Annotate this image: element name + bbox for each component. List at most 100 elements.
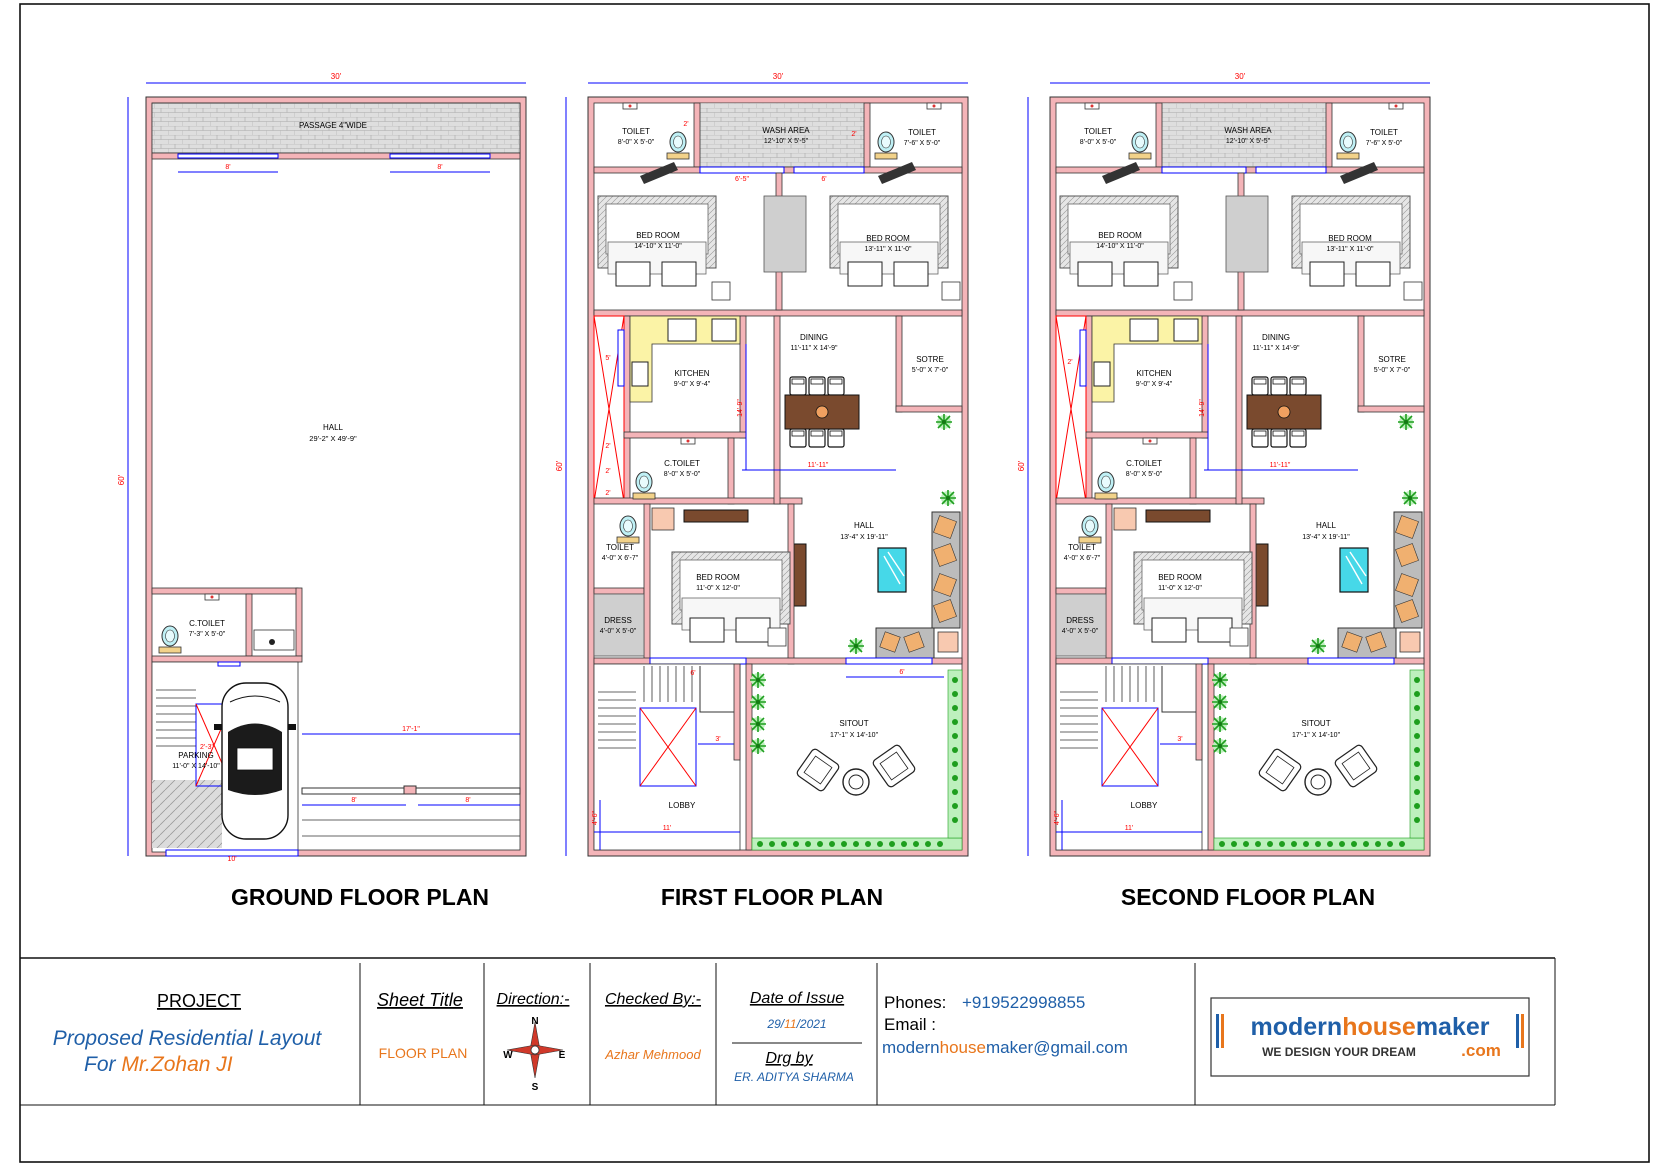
door-opening [1255, 166, 1327, 174]
toilet-bottom-wall [151, 655, 303, 663]
dress-size: 4'-0" X 5'-0" [1062, 628, 1099, 635]
wall [1357, 315, 1365, 413]
drg-label: Drg by [765, 1050, 813, 1067]
plant-icon [935, 413, 953, 431]
wall [1085, 315, 1093, 503]
dim-lobby-w: 11' [663, 825, 672, 832]
second-floor-plan: 30' 60' TOILET 8'-0" X 5'-0" WASH AREA 1… [1017, 72, 1431, 910]
bed1-size: 14'-10" X 11'-0" [634, 243, 682, 250]
dim-dining-h: 14'-9" [737, 399, 744, 417]
dim-bal: 6' [899, 669, 904, 676]
plant-icon [1401, 489, 1419, 507]
wash-area [700, 103, 864, 167]
date-month: 11 [784, 1017, 796, 1031]
cushion [903, 631, 925, 653]
wall [773, 315, 781, 505]
stair-rail [1161, 666, 1202, 713]
shutter-pier [403, 785, 417, 795]
kitchen-sink-icon [631, 361, 649, 387]
wall [739, 315, 747, 439]
lift-cross [1101, 707, 1159, 787]
cushion [933, 573, 957, 597]
dim-width: 30' [773, 72, 784, 81]
dim-shutter1: 8' [351, 797, 356, 804]
store-label: SOTRE [1378, 355, 1406, 364]
bed2-size: 13'-11" X 11'-0" [1326, 246, 1374, 253]
tea-table-inner [848, 774, 864, 790]
plant-icon [1397, 413, 1415, 431]
wash-size: 12'-10" X 5'-5" [1226, 138, 1271, 145]
armchair-icon [796, 748, 840, 792]
sitout-door [845, 657, 933, 665]
phones-label: Phones: [884, 993, 946, 1012]
dim-width: 30' [331, 72, 342, 81]
toilet1-label: TOILET [622, 127, 650, 136]
bed1-label: BED ROOM [1098, 231, 1142, 240]
stove-icon [667, 318, 697, 342]
glass-shine [1345, 551, 1367, 585]
dim-stair: 2'-3" [200, 744, 214, 751]
compass-icon [506, 1021, 564, 1079]
dining-size: 11'-11" X 14'-9" [790, 345, 838, 352]
wash-area [1162, 103, 1326, 167]
side-table [711, 281, 731, 301]
hall-label: HALL [323, 423, 344, 432]
cushion [1341, 631, 1363, 653]
checked-value: Azhar Mehmood [604, 1047, 701, 1062]
dress-label: DRESS [604, 616, 632, 625]
kitchen-size: 9'-0" X 9'-4" [1136, 381, 1173, 388]
side-table [937, 631, 959, 653]
toilet-door [1102, 162, 1140, 184]
dim-lobby-h: 4'-6" [1054, 811, 1061, 825]
window [617, 329, 625, 387]
sink-icon [204, 593, 220, 601]
passage-label: PASSAGE 4"WIDE [299, 121, 367, 130]
wall [1207, 663, 1215, 851]
tea-table-icon [842, 768, 870, 796]
compass-e: E [559, 1050, 566, 1061]
logo-part-a: modern [1251, 1013, 1343, 1041]
project-line1: Proposed Residential Layout [53, 1027, 323, 1050]
plant-icon [1211, 671, 1229, 689]
plant-icon [749, 737, 767, 755]
stair-steps [1060, 666, 1163, 749]
toilet1-size: 8'-0" X 5'-0" [618, 139, 655, 146]
parking-size: 11'-0" X 14'-10" [172, 763, 220, 770]
dim-height: 60' [1017, 460, 1026, 471]
tv-unit [793, 543, 807, 607]
door-opening [1161, 166, 1247, 174]
chair-icon [827, 376, 845, 396]
stove-icon [1129, 318, 1159, 342]
dim-gate1: 8' [225, 164, 230, 171]
cushion [1365, 631, 1387, 653]
wall [623, 315, 631, 503]
chair-icon [1251, 428, 1269, 448]
chair-icon [789, 376, 807, 396]
armchair-icon [1258, 748, 1302, 792]
study-desk [683, 509, 749, 523]
table-vase-icon [1277, 405, 1291, 419]
passage [151, 102, 521, 154]
cushion [1395, 573, 1419, 597]
lobby-door [649, 657, 747, 665]
compass-n: N [531, 1016, 538, 1027]
hall-size: 13'-4" X 19'-11" [1302, 534, 1350, 541]
email-value[interactable]: modernhousemaker@gmail.com [882, 1038, 1128, 1057]
planter-side [1409, 669, 1425, 839]
sink-icon [1388, 102, 1404, 110]
toilet-door [878, 162, 916, 184]
door-opening [793, 166, 865, 174]
wall [1235, 315, 1243, 505]
bed3-label: BED ROOM [696, 573, 740, 582]
sheet-title-label: Sheet Title [377, 990, 463, 1010]
bed2-label: BED ROOM [1328, 234, 1372, 243]
dress-room [593, 593, 645, 657]
coffee-table [877, 547, 907, 593]
wardrobe [763, 195, 807, 273]
dim-k2: 2' [1067, 359, 1072, 366]
first-floor-plan: 30' 60' TOILET 8'-0" X 5'-0" WASH AREA 1… [555, 72, 969, 910]
sheet-border [19, 3, 1650, 1163]
main-gate [165, 849, 299, 857]
email-part-c: maker@gmail.com [986, 1038, 1128, 1057]
direction-label: Direction:- [497, 991, 570, 1008]
